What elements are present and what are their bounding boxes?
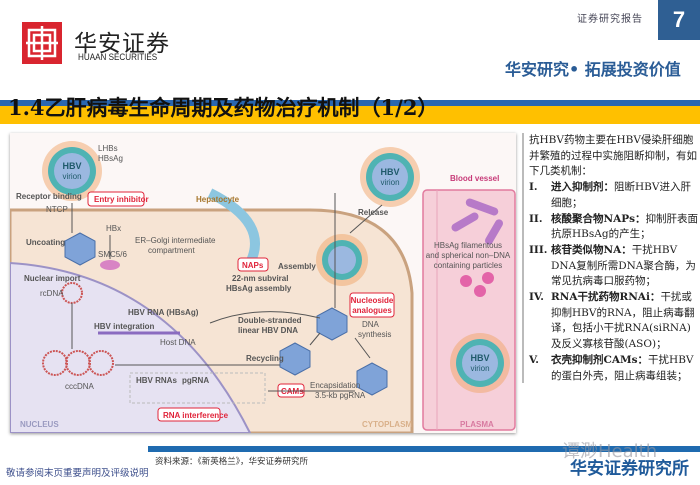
hbv-virion-plasma <box>450 333 510 393</box>
label: Double-stranded <box>238 316 302 325</box>
list-item: V. 衣壳抑制剂CAMs：干扰HBV的蛋白外壳，阻止病毒组装； <box>529 353 700 384</box>
label: 3.5-kb pgRNA <box>315 391 366 400</box>
item-name: 核苷类似物NA： <box>551 243 632 256</box>
list-item: III.核苷类似物NA：干扰HBV DNA复制所需DNA聚合酶，为常见抗病毒口服… <box>529 243 700 290</box>
label: HBsAg filamentous <box>434 241 502 250</box>
item-desc: 干扰或抑制HBV的RNA，阻止病毒翻译，包括小干扰RNA(siRNA)及反义寡核… <box>551 291 695 351</box>
label: HBsAg assembly <box>226 284 292 293</box>
mechanism-notes: 抗HBV药物主要在HBV侵染肝细胞并繁殖的过程中实施阻断抑制，有如下几类机制： … <box>522 133 700 383</box>
entry-inhibitor-label: Entry inhibitor <box>94 195 149 204</box>
cccdna-circles <box>42 282 114 376</box>
label: HBV integration <box>94 322 155 331</box>
divider <box>0 100 700 106</box>
label: containing particles <box>434 261 502 270</box>
label: HBx <box>106 224 121 233</box>
label: pgRNA <box>182 376 209 385</box>
list-item: IV. RNA干扰药物RNAi：干扰或抑制HBV的RNA，阻止病毒翻译，包括小干扰… <box>529 290 700 353</box>
label: virion <box>62 172 81 181</box>
item-name: 进入抑制剂： <box>551 181 614 194</box>
item-name: 核酸聚合物NAPs： <box>551 212 646 225</box>
item-number: II. <box>529 212 543 225</box>
list-item: II. 核酸聚合物NAPs：抑制肝表面抗原HBsAg的产生； <box>529 212 700 243</box>
label: Uncoating <box>26 238 65 247</box>
label: DNA <box>362 320 380 329</box>
footer-divider <box>148 446 700 452</box>
naps-label: NAPs <box>242 261 264 270</box>
label: HBsAg <box>98 154 123 163</box>
logo-english: HUAAN SECURITIES <box>78 52 158 62</box>
rnai-label: RNA interference <box>163 411 229 420</box>
item-desc: 抑制肝表面抗原HBsAg的产生； <box>551 212 699 241</box>
hbv-virion-top <box>42 141 102 201</box>
intro-text: 抗HBV药物主要在HBV侵染肝细胞并繁殖的过程中实施阻断抑制，有如下几类机制： <box>529 134 697 178</box>
item-desc: 干扰HBV的蛋白外壳，阻止病毒组装； <box>551 353 694 382</box>
hbv-lifecycle-diagram: HBV virion HBV virion HBV virion LHBs HB… <box>8 133 516 435</box>
label: 22-nm subviral <box>232 274 288 283</box>
label: virion <box>380 178 399 187</box>
watermark: 谭渺Health <box>562 441 658 462</box>
label: PLASMA <box>460 420 494 429</box>
nucleus <box>9 261 252 434</box>
label: and spherical non–DNA <box>426 251 511 260</box>
label: rcDNA <box>40 289 64 298</box>
disclaimer-link[interactable]: 敬请参阅末页重要声明及评级说明 <box>6 468 149 479</box>
label: Recycling <box>246 354 284 363</box>
label: synthesis <box>358 330 391 339</box>
label: LHBs <box>98 144 118 153</box>
label: Blood vessel <box>450 174 499 183</box>
label: HBV <box>380 167 399 177</box>
label: compartment <box>148 246 195 255</box>
label: Host DNA <box>160 338 196 347</box>
assembly-virion <box>316 234 368 286</box>
logo-text: 华安证券 <box>74 31 170 57</box>
footer-brand: 华安证券研究所 <box>570 459 689 479</box>
label: Receptor binding <box>16 192 82 201</box>
list-item: I. 进入抑制剂：阻断HBV进入肝细胞； <box>529 180 700 211</box>
label: Encapsidation <box>310 381 360 390</box>
label: linear HBV DNA <box>238 326 298 335</box>
nucleoside-label: analogues <box>352 306 392 315</box>
slogan: 华安研究• 拓展投资价值 <box>505 60 681 79</box>
report-type: 证券研究报告 <box>577 14 643 25</box>
item-name: 衣壳抑制剂CAMs： <box>551 353 649 366</box>
item-name: RNA干扰药物RNAi： <box>551 291 661 304</box>
label: Hepatocyte <box>196 195 240 204</box>
title-band <box>0 106 700 124</box>
label: HBV RNAs <box>136 376 177 385</box>
label: HBV RNA (HBsAg) <box>128 308 199 317</box>
label: virion <box>470 364 489 373</box>
capsids <box>64 232 388 396</box>
item-desc: 干扰HBV DNA复制所需DNA聚合酶，为常见抗病毒口服药物； <box>551 243 696 288</box>
label: HBV <box>62 161 81 171</box>
item-number: I. <box>529 181 538 194</box>
label: Assembly <box>278 262 316 271</box>
item-number: IV. <box>529 291 544 304</box>
item-number: III. <box>529 243 548 256</box>
logo-emblem <box>22 22 62 64</box>
label: NTCP <box>46 205 68 214</box>
label: HBV <box>470 353 489 363</box>
hbv-virion-released <box>360 147 420 207</box>
label: Nuclear import <box>24 274 81 283</box>
label: SMC5/6 <box>98 250 127 259</box>
page-title: 1.4乙肝病毒生命周期及药物治疗机制（1/2） <box>8 95 439 120</box>
label: cccDNA <box>65 382 95 391</box>
label: ER–Golgi intermediate <box>135 236 216 245</box>
label: NUCLEUS <box>20 420 59 429</box>
item-number: V. <box>529 353 539 366</box>
label: CYTOPLASM <box>362 420 412 429</box>
source-note: 资料来源：《新英格兰》，华安证券研究所 <box>155 457 309 467</box>
page-number: 7 <box>658 0 700 40</box>
item-desc: 阻断HBV进入肝细胞； <box>551 181 691 209</box>
nucleoside-label: Nucleoside <box>351 296 394 305</box>
